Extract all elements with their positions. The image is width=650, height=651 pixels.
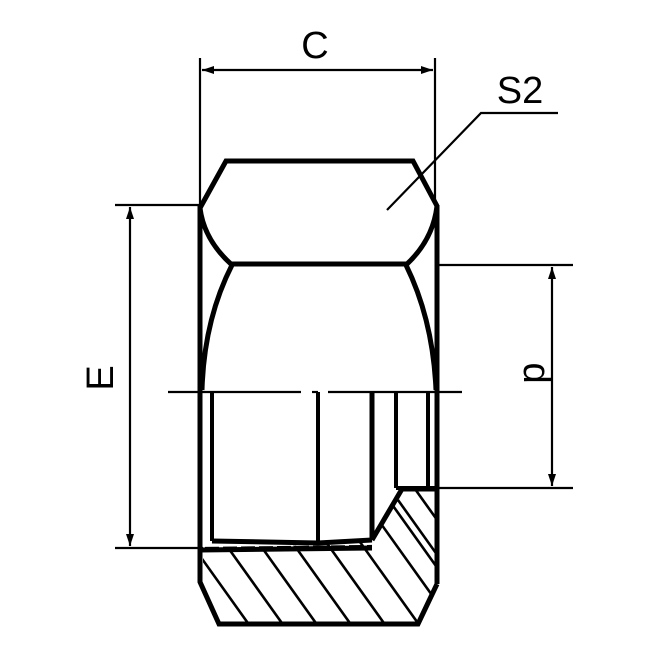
- hex-lower-right-arc: [403, 263, 439, 391]
- hex-lower-left-arc: [199, 263, 235, 391]
- dimension-c: C: [198, 25, 437, 205]
- s2-label: S2: [497, 70, 543, 112]
- section-inner-chamfer: [369, 486, 437, 542]
- dimension-e: E: [80, 203, 203, 550]
- hex-top-chamfer: [197, 158, 440, 210]
- d-label: d: [515, 362, 557, 383]
- dimension-d: d: [437, 263, 573, 490]
- c-label: C: [301, 25, 328, 67]
- section-bottom-chamfer: [197, 548, 440, 627]
- dimension-s2: S2: [386, 70, 558, 211]
- nut-bore: [204, 392, 437, 550]
- bore-bottom-line: [211, 537, 373, 546]
- s2-leader-line: [386, 111, 558, 211]
- e-label: E: [80, 365, 122, 390]
- hex-face-right-arc: [404, 205, 440, 267]
- hex-face-left-arc: [197, 207, 234, 267]
- section-top-edge: [199, 545, 373, 553]
